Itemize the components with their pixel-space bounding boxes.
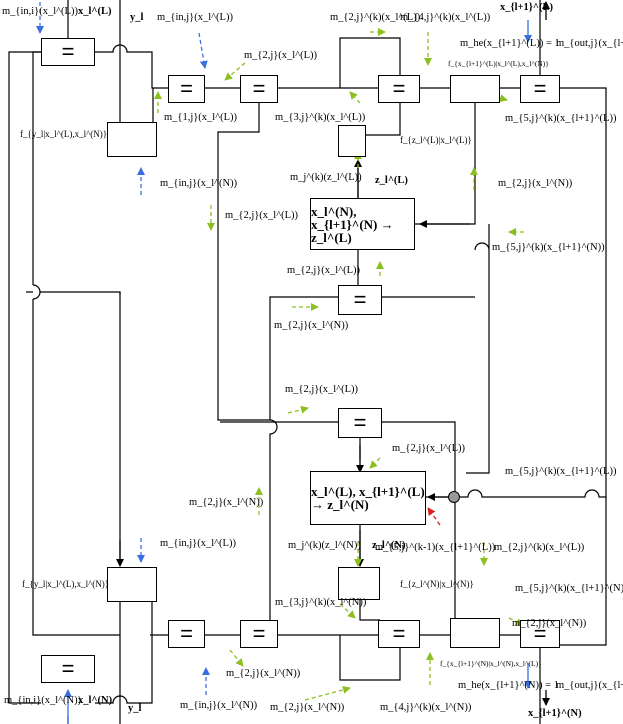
label-f-z-bottom: f_{z_l^(N)|x_l^(N)} [400,579,474,589]
equality-node-bottom-3: = [378,620,420,648]
arrow-green-18 [508,617,524,626]
arrow-red [427,507,441,526]
edge-bottom-up [339,635,401,681]
arrow-green-13 [287,405,309,414]
label-m-he-xN: m_he(x_{l+1}^(N)) = 1 [458,680,559,691]
edge-eq2-down [217,100,278,636]
label-x-N-next: x_{l+1}^(N) [528,708,582,719]
edge-fz-bottom [359,600,380,621]
factor-node-y-bottom [107,567,157,602]
equality-node-bottom-1: = [168,620,205,648]
graph-edges [8,0,607,724]
label-m-out-xN: m_{out,j}(x_{l+1}^(N)) [556,680,623,691]
label-y-bottom: y_l [128,703,142,714]
arrow-green-6 [349,91,361,104]
label-m-in-j-xN-bottom: m_{in,j}(x_l^(N)) [180,700,258,711]
edge-topleft-loop [8,0,168,704]
label-z-L: z_l^(L) [375,175,408,186]
arrow-green-14 [369,457,381,469]
arrow-blue-2 [198,32,208,69]
equality-node-upper-mid: = [338,285,382,315]
factor-node-z-top [338,125,366,157]
arrow-green-20 [229,649,244,667]
equality-node-bottom-4: = [520,620,560,648]
process-node-top: x_l^(N), x_{l+1}^(N) → z_l^(L) [310,198,415,250]
label-m-1j-xL: m_{1,j}(x_l^(L)) [164,112,238,123]
label-m-in-j-xN-mid: m_{in,j}(x_l^(N)) [160,178,238,189]
equality-node-lower-mid: = [338,408,382,438]
label-m-2j-xL-f: m_{2,j}(x_l^(L)) [392,443,466,454]
label-m-he-xL: m_he(x_{l+1}^(L)) = 1 [460,38,560,49]
label-m-3j-xL: m_{3,j}^(k)(x_l^(L)) [275,112,366,123]
label-m-in-i-xL: m_{in,i}(x_l^(L)) [2,6,78,17]
label-m-2j-xN-left: m_{2,j}(x_l^(N)) [189,497,264,508]
arrow-green-21 [304,685,351,701]
edge-top-chain [205,87,607,646]
label-f-x-bottom: f_{x_{l+1}^(N)|x_l^(N),x_l^(L)} [440,659,542,668]
label-m-out-xL: m_{out,j}(x_{l+1}^(L)) [556,38,623,49]
label-m-2j-xL-e: m_{2,j}(x_l^(L)) [285,384,359,395]
label-m-in-j-xL-top: m_{in,j}(x_l^(L)) [157,12,233,23]
label-f-y-top: f_{y_l|x_l^(L),x_l^(N)} [20,129,108,139]
label-mj-z-N: m_j^(k)(z_l^(N)) [288,540,361,551]
label-m-2j-xL-left: m_{2,j}(x_l^(L)) [225,210,299,221]
edge-bottom-left [95,635,153,704]
edge-upper-factor-out [152,88,156,127]
equality-node-top-4: = [520,75,560,103]
label-m-2j-xN-d: m_{2,j}(x_l^(N)) [274,320,349,331]
label-m-4j-xL: m_{4,j}^(k)(x_l^(L)) [400,12,491,23]
label-m-2j-xN-right: m_{2,j}(x_l^(N)) [498,178,573,189]
label-m-2j-xN-bottom2: m_{2,j}(x_l^(N)) [270,702,345,713]
equality-node-top-1: = [168,75,205,103]
flow-arrows [36,1,550,724]
label-m-4j-xN: m_{4,j}^(k)(x_l^(N)) [380,702,472,713]
label-m-2j-k-xL-right: m_{2,j}^(k)(x_l^(L)) [494,542,585,553]
equality-node-topleft: = [41,38,95,66]
label-x-L-next: x_{l+1}^(L) [500,2,554,13]
factor-node-y-top [107,122,157,157]
label-m-2j-xL-c: m_{2,j}(x_l^(L)) [287,265,361,276]
edge-eq3-down [365,100,401,136]
label-m-5j-k1: m_{5,j}^(k-1)(x_{l+1}^(L)) [375,542,496,553]
label-mj-z-L: m_j^(k)(z_l^(L)) [290,172,362,183]
arrow-green-1 [224,62,246,81]
edge-factor-right [415,100,476,225]
edge-crossover-b [26,291,121,565]
label-m-5j-xN-right: m_{5,j}^(k)(x_{l+1}^(N)) [492,242,605,253]
junction-dot [448,491,460,503]
arrow-green-19 [339,603,356,619]
equality-node-top-2: = [240,75,278,103]
label-x-N-bottom: x_l^(N) [78,695,113,706]
factor-node-z-bottom [338,567,380,600]
label-m-5j-xL-a: m_{5,j}^(k)(x_{l+1}^(L)) [505,113,617,124]
label-m-in-j-xL-mid: m_{in,j}(x_l^(L)) [160,538,236,549]
edge-crossover-c [466,224,490,474]
process-node-bottom: x_l^(L), x_{l+1}^(L) → z_l^(N) [310,471,426,525]
factor-node-x-top [450,75,500,103]
label-m-2j-xN-bottom: m_{2,j}(x_l^(N)) [226,668,301,679]
label-m-2j-xL-a: m_{2,j}(x_l^(L)) [244,50,318,61]
label-f-y-bottom: f_{y_l|x_l^(L),x_l^(N)} [22,579,110,589]
label-f-x-top: f_{x_{l+1}^(L)|x_l^(L),x_l^(N)} [448,59,549,68]
label-m-in-i-xN: m_{in,i}(x_l^(N)) [4,695,82,706]
label-m-2j-xN-g: m_{2,j}(x_l^(N)) [512,618,587,629]
label-x-L-top: x_l^(L) [78,6,112,17]
label-m-5j-xL-b: m_{5,j}^(k)(x_{l+1}^(L)) [505,466,617,477]
label-m-5j-xN-b: m_{5,j}^(k)(x_{l+1}^(N)) [515,583,623,594]
equality-node-top-3: = [378,75,420,103]
label-m-2j-k-xL-top: m_{2,j}^(k)(x_l^(L)) [330,12,421,23]
label-f-z-top: f_{z_l^(L)|x_l^(L)} [400,135,472,145]
equality-node-bottomleft: = [41,655,95,683]
edge-top-up [339,37,401,88]
factor-node-x-bottom [450,618,500,648]
edge-eq4-left [269,296,340,420]
label-y-top: y_l [130,12,144,23]
edge-crossover-a [32,284,41,300]
equality-node-bottom-2: = [240,620,278,648]
label-z-N: z_l^(N) [372,540,406,551]
label-m-3j-xN: m_{3,j}^(k)(x_l^(N)) [275,597,367,608]
